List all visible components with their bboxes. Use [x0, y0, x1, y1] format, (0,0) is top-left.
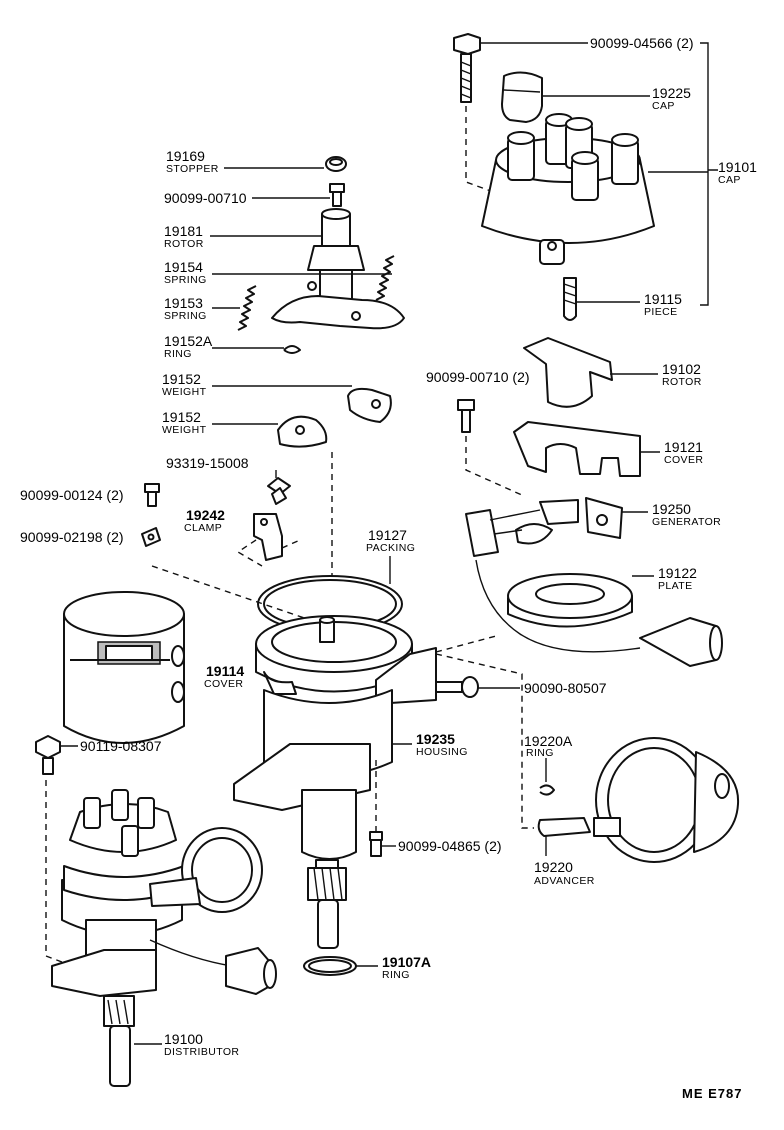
- label-19122-name: PLATE: [658, 580, 693, 592]
- distributor-cap-19101: [481, 113, 655, 265]
- label-04865-number: 90099-04865 (2): [398, 838, 502, 854]
- label-19153-number: 19153: [164, 295, 203, 311]
- cover-19121: [513, 421, 641, 477]
- label-19152-b-number: 19152: [162, 409, 201, 425]
- label-19225-name: CAP: [652, 100, 675, 112]
- label-19250-number: 19250: [652, 501, 691, 517]
- label-19127-name: PACKING: [366, 542, 416, 554]
- label-19220-number: 19220: [534, 859, 573, 875]
- label-19115-number: 19115: [644, 291, 682, 307]
- label-19152-b-name: WEIGHT: [162, 424, 207, 436]
- weight-19152-b: [277, 415, 328, 448]
- rotor-19181: [271, 208, 405, 330]
- label-19107a-number: 19107A: [382, 954, 432, 970]
- label-19235-number: 19235: [416, 731, 455, 747]
- label-19107a-name: RING: [382, 969, 410, 981]
- label-19127-number: 19127: [368, 527, 407, 543]
- label-15008-number: 93319-15008: [166, 455, 249, 471]
- distributor-assembly-19100: [51, 789, 277, 1087]
- ring-19152a: [283, 345, 301, 354]
- screw-93319-15008: [267, 477, 291, 505]
- label-19153-name: SPRING: [164, 310, 207, 322]
- label-19102-name: ROTOR: [662, 376, 702, 388]
- label-19122-number: 19122: [658, 565, 697, 581]
- label-19115-name: PIECE: [644, 306, 678, 318]
- cover-19114: [63, 591, 185, 744]
- label-19152-a-number: 19152: [162, 371, 201, 387]
- screw-90090-80507: [435, 676, 479, 698]
- washer-90099-02198: [141, 527, 161, 547]
- label-19154-number: 19154: [164, 259, 203, 275]
- dash-housing-to-generator: [435, 635, 497, 653]
- dash-washer: [151, 565, 317, 623]
- label-19220a-number: 19220A: [524, 733, 573, 749]
- label-19181-name: ROTOR: [164, 238, 204, 250]
- label-80507-number: 90090-80507: [524, 680, 607, 696]
- screw-90099-04865: [369, 831, 383, 857]
- spring-19154: [375, 255, 395, 301]
- label-19169-number: 19169: [166, 148, 205, 164]
- spring-19153: [237, 285, 257, 331]
- label-00710-b-number: 90099-00710 (2): [426, 369, 530, 385]
- advancer-19220: [537, 737, 740, 863]
- label-08307-number: 90119-08307: [80, 738, 162, 754]
- label-19225-number: 19225: [652, 85, 691, 101]
- dash-clamp: [236, 539, 301, 567]
- figure-code: ME E787: [682, 1086, 743, 1101]
- label-19242-number: 19242: [186, 507, 225, 523]
- label-19152a-name: RING: [164, 348, 192, 360]
- ring-19107a: [303, 956, 357, 976]
- label-19242-name: CLAMP: [184, 522, 223, 534]
- dash-bolt-08307: [45, 780, 63, 963]
- label-19100-name: DISTRIBUTOR: [164, 1046, 240, 1058]
- generator-19250: [465, 497, 623, 557]
- label-19102-number: 19102: [662, 361, 701, 377]
- small-cap-19225: [501, 71, 543, 123]
- cap-bolt: [453, 33, 481, 103]
- screw-90099-00710-b: [457, 399, 475, 433]
- bolt-90119-08307: [35, 735, 61, 775]
- plate-19122: [475, 559, 723, 667]
- label-00710-a-number: 90099-00710: [164, 190, 247, 206]
- label-19250-name: GENERATOR: [652, 516, 722, 528]
- rotor-19102: [523, 337, 613, 408]
- ring-19220a: [539, 784, 555, 796]
- stopper-19169: [325, 156, 347, 172]
- housing-19235: [233, 615, 437, 860]
- label-19101-number: 19101: [718, 159, 757, 175]
- label-00124-number: 90099-00124 (2): [20, 487, 124, 503]
- carbon-piece-19115: [563, 277, 577, 321]
- label-19152a-number: 19152A: [164, 333, 213, 349]
- label-19100-number: 19100: [164, 1031, 203, 1047]
- label-19154-name: SPRING: [164, 274, 207, 286]
- label-19220-name: ADVANCER: [534, 875, 595, 887]
- label-19152-a-name: WEIGHT: [162, 386, 207, 398]
- bracket-19101: [700, 42, 718, 306]
- label-19101-name: CAP: [718, 174, 741, 186]
- label-19220a-name: RING: [526, 747, 554, 759]
- dash-housing-to-advancer: [435, 653, 534, 829]
- label-19169-name: STOPPER: [166, 163, 219, 175]
- label-cap-bolt-number: 90099-04566 (2): [590, 35, 694, 51]
- label-19181-number: 19181: [164, 223, 203, 239]
- clamp-19242: [253, 513, 283, 561]
- drive-gear-shaft: [307, 859, 347, 949]
- screw-90099-00124: [144, 483, 160, 507]
- label-02198-number: 90099-02198 (2): [20, 529, 124, 545]
- label-19235-name: HOUSING: [416, 746, 468, 758]
- weight-19152-a: [347, 387, 392, 423]
- label-19114-name: COVER: [204, 678, 244, 690]
- label-19121-name: COVER: [664, 454, 704, 466]
- dash-screw-00710-b: [465, 436, 525, 497]
- label-19114-number: 19114: [206, 663, 245, 679]
- label-19121-number: 19121: [664, 439, 703, 455]
- screw-90099-00710-a: [329, 183, 345, 207]
